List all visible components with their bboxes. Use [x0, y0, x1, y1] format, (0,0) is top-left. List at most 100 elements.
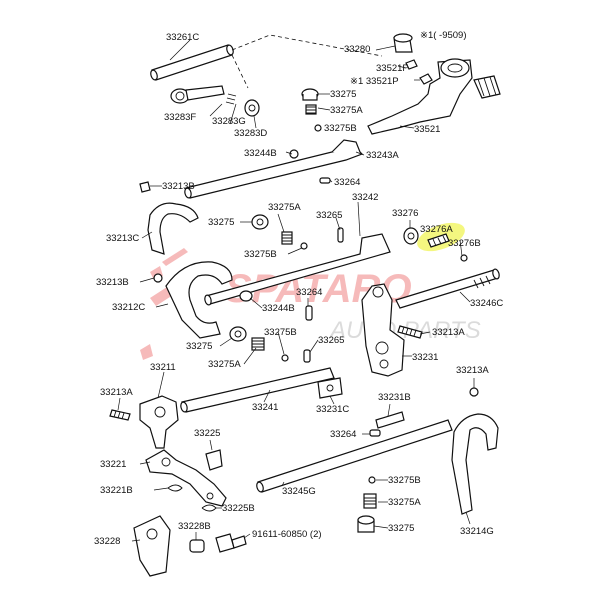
label-33231: 33231	[412, 352, 438, 363]
label-33275b-top: 33275B	[324, 123, 357, 134]
bolt-33213b-mid	[153, 273, 163, 283]
pin-33265-top	[337, 227, 344, 243]
label-33228: 33228	[94, 536, 120, 547]
label-33241: 33241	[252, 402, 278, 413]
label-33275b-low: 33275B	[388, 475, 421, 486]
label-33283d: 33283D	[234, 128, 267, 139]
label-33264-top: 33264	[334, 177, 360, 188]
label-33213b-mid: 33213B	[96, 277, 129, 288]
label-33213b-top: 33213B	[162, 181, 195, 192]
label-33275a-lowleft: 33275A	[208, 359, 241, 370]
ball-33275b-lowleft	[281, 354, 289, 362]
part-33276	[403, 227, 419, 245]
leader-lines	[117, 39, 475, 542]
label-33225: 33225	[194, 428, 220, 439]
pin-33264-mid	[305, 305, 313, 321]
rail-33241	[180, 367, 335, 413]
label-33521: 33521	[414, 124, 440, 135]
ball-33244b-mid	[239, 290, 253, 302]
pin-33264-top	[319, 177, 331, 184]
label-33265-low: 33265	[318, 335, 344, 346]
label-33276b: 33276B	[448, 238, 481, 249]
label-33261c: 33261C	[166, 32, 199, 43]
bolt-91611-60850	[215, 533, 247, 553]
ball-33275b-top	[314, 124, 322, 132]
label-33280-top: 33280	[344, 44, 370, 55]
rail-33242	[204, 233, 391, 306]
shaft-33261c	[150, 44, 234, 81]
label-33275a-mid: 33275A	[268, 202, 301, 213]
label-33521f: 33521F	[376, 63, 408, 74]
label-33221b: 33221B	[100, 485, 133, 496]
label-33243a: 33243A	[366, 150, 399, 161]
pin-33264-low	[369, 429, 381, 437]
label-33275-top: 33275	[330, 89, 356, 100]
label-33275-lowleft: 33275	[186, 341, 212, 352]
label-33275a-top: 33275A	[330, 105, 363, 116]
part-33521p	[419, 73, 433, 85]
label-33276: 33276	[392, 208, 418, 219]
clip-33225b	[201, 504, 217, 512]
part-33225	[205, 449, 223, 471]
label-33211: 33211	[150, 362, 176, 373]
rail-33245g	[256, 419, 453, 493]
part-33275-lowleft	[229, 326, 247, 342]
label-33244b-top: 33244B	[244, 148, 277, 159]
spring-33275a-top	[305, 104, 317, 115]
label-91611-60850: 91611-60850 (2)	[252, 529, 322, 540]
fork-33214g	[451, 387, 499, 515]
label-33212c: 33212C	[112, 302, 145, 313]
rod-33231b	[375, 411, 405, 429]
label-33213a-right: 33213A	[456, 365, 489, 376]
part-33275-low	[357, 515, 375, 533]
lever-33221	[145, 449, 227, 507]
label-33242: 33242	[352, 192, 378, 203]
spring-33275a-lowleft	[251, 337, 265, 351]
label-33275-mid: 33275	[208, 217, 234, 228]
label-33265-top: 33265	[316, 210, 342, 221]
part-33283g	[225, 93, 237, 105]
note-text: ※1( -9509)	[420, 30, 467, 41]
part-33280-top	[393, 33, 413, 53]
label-33231c: 33231C	[316, 404, 349, 415]
label-33221: 33221	[100, 459, 126, 470]
label-33231b: 33231B	[378, 392, 411, 403]
label-33275b-mid: 33275B	[244, 249, 277, 260]
label-33283g: 33283G	[212, 116, 246, 127]
label-33276a: 33276A	[420, 224, 453, 235]
bracket-33228	[133, 515, 171, 577]
rail-33246c	[395, 268, 500, 309]
block-33231	[361, 283, 405, 377]
bushing-33228b	[189, 539, 205, 553]
label-33213a-mid: 33213A	[432, 327, 465, 338]
spring-33275a-low	[363, 493, 377, 509]
label-33275-low: 33275	[388, 523, 414, 534]
label-33214g: 33214G	[460, 526, 494, 537]
fork-33212c	[165, 261, 233, 339]
bolt-33213a-mid	[397, 325, 423, 339]
part-33275-top	[301, 88, 319, 101]
part-labels: 33261C 33280 33521F ※1 33521P 33275 3327…	[94, 32, 503, 547]
part-33275-mid	[251, 214, 269, 230]
label-33275a-low: 33275A	[388, 497, 421, 508]
label-33225b: 33225B	[222, 503, 255, 514]
part-33231c	[317, 377, 343, 399]
label-33275b-lowleft: 33275B	[264, 327, 297, 338]
spring-33275a-mid	[281, 231, 293, 245]
bolt-33213a-left	[109, 409, 131, 421]
label-33228b: 33228B	[178, 521, 211, 532]
part-33280-right	[473, 75, 501, 99]
ball-33275b-low	[368, 476, 376, 484]
label-33246c: 33246C	[470, 298, 503, 309]
bolt-33213b-top	[139, 181, 151, 193]
label-33244b-mid: 33244B	[262, 303, 295, 314]
label-33264-mid: 33264	[296, 287, 322, 298]
spring-33276a	[427, 233, 450, 248]
ball-33244b-top	[289, 149, 299, 159]
clip-33221b	[167, 484, 183, 492]
label-33283f: 33283F	[164, 112, 196, 123]
label-33213c: 33213C	[106, 233, 139, 244]
part-33521	[367, 58, 473, 135]
